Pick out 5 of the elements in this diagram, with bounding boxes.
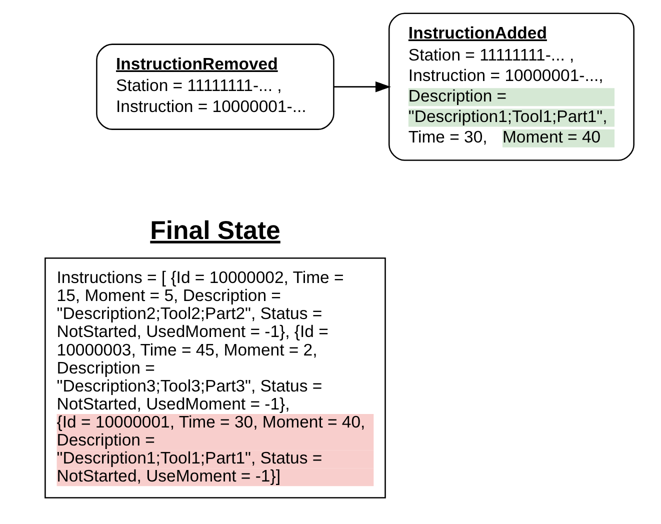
node-label: Final State — [150, 216, 280, 245]
arrow — [334, 81, 391, 92]
node-box: InstructionRemoved Station = 11111111-... , Instruction = 10000001-... — [96, 44, 334, 130]
node-box: InstructionAdded Station = 11111111-... , Instruction = 10000001-..., Description = "Description1;Tool1;Part1", Time = 30, Moment = 40 — [388, 12, 634, 161]
node-box: Instructions = [ {Id = 10000002, Time = 15, Moment = 5, Description = "Description2;Tool2;Part2", Status = NotStarted, UsedMoment = -1}, {Id = 10000003, Time = 45, Moment = 2, Description = "Description3;Tool3;Part3", Status = NotStarted, UsedMoment = -1}, {Id = 10000001, Time = 30, Moment = 40, Description = "Description1;Tool1;Part1", Status = NotStarted, UseMoment = -1}] — [44, 258, 386, 498]
